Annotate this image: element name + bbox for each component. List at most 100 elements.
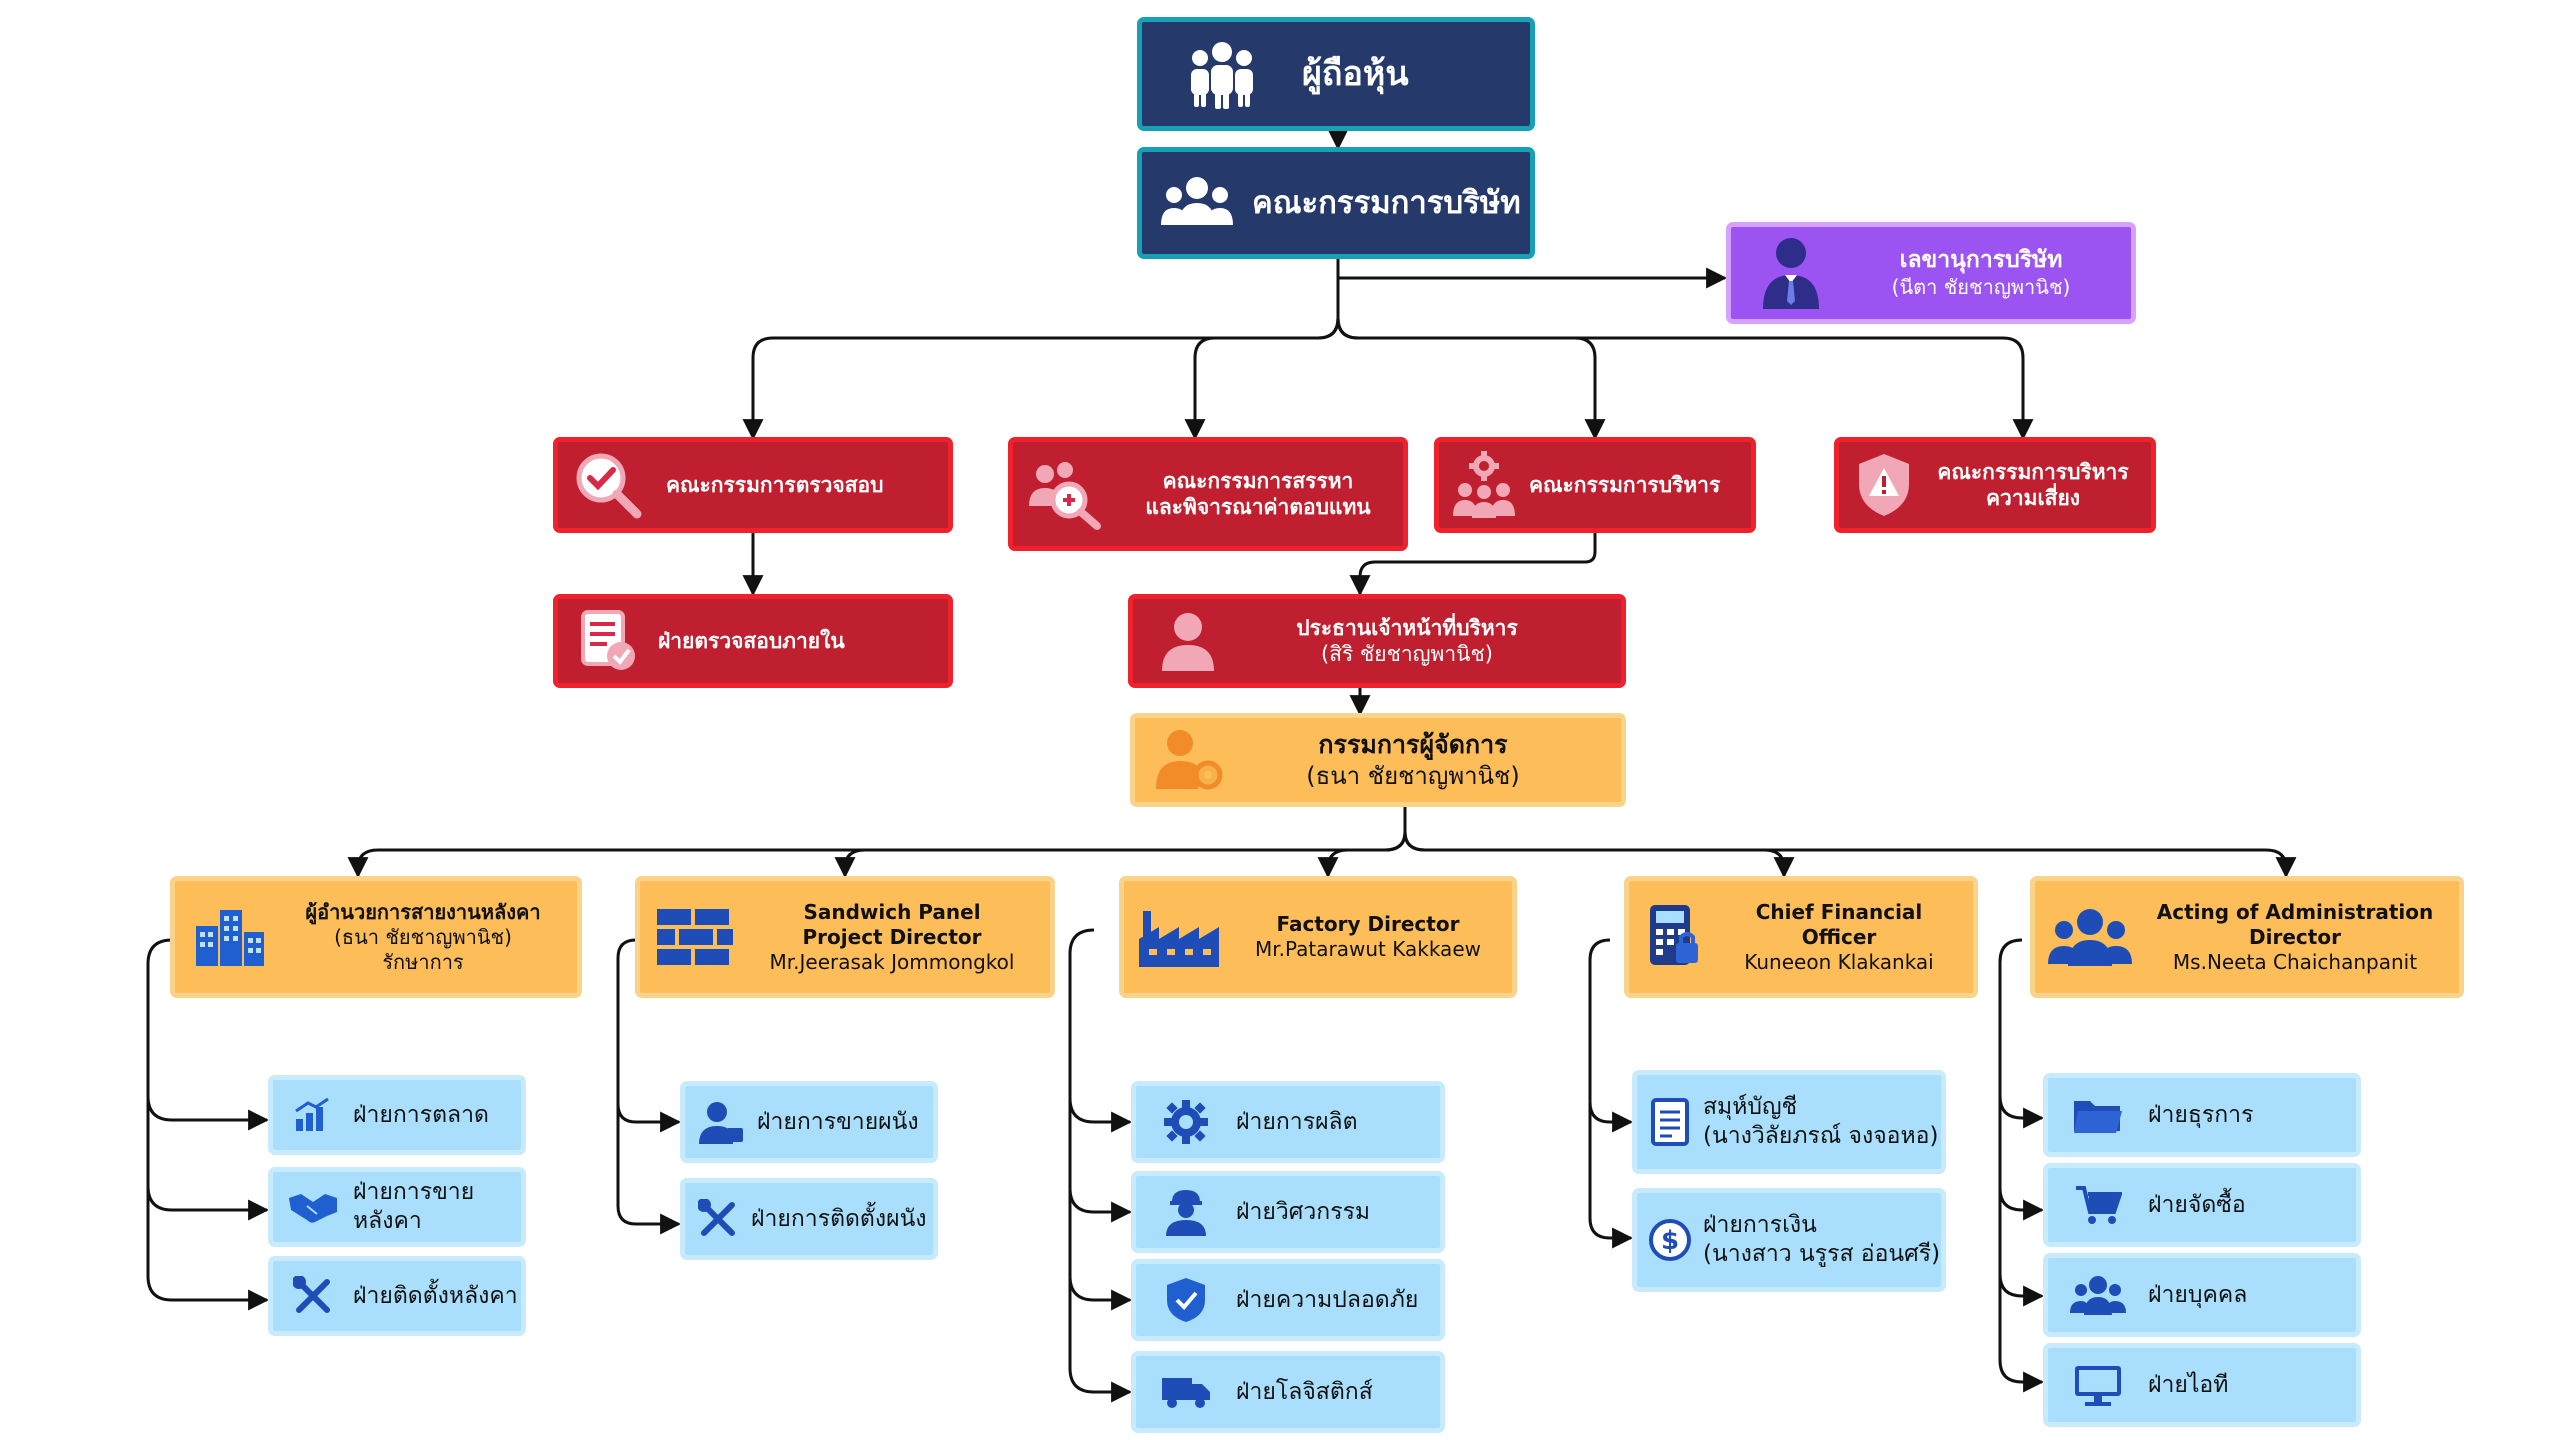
- unit-general-admin[interactable]: ฝ่ายธุรการ: [2043, 1073, 2361, 1157]
- shareholders-label: ผู้ถือหุ้น: [1302, 53, 1409, 94]
- buildings-icon: [175, 906, 285, 968]
- unit-safety[interactable]: ฝ่ายความปลอดภัย: [1131, 1259, 1445, 1341]
- unit-label: ฝ่ายติดตั้งหลังคา: [353, 1282, 518, 1309]
- unit-roof-install[interactable]: ฝ่ายติดตั้งหลังคา: [268, 1256, 526, 1336]
- unit-procurement[interactable]: ฝ่ายจัดซื้อ: [2043, 1163, 2361, 1247]
- connector-board-executive: [1336, 317, 1606, 441]
- unit-it[interactable]: ฝ่ายไอที: [2043, 1343, 2361, 1427]
- division-administration[interactable]: Acting of Administration Director Ms.Nee…: [2030, 876, 2464, 998]
- risk-line1: คณะกรรมการบริหาร: [1937, 459, 2129, 484]
- secretary-box[interactable]: เลขานุการบริษัท (นีตา ชัยชาญพานิช): [1726, 222, 2136, 324]
- unit-production[interactable]: ฝ่ายการผลิต: [1131, 1081, 1445, 1163]
- unit-label: ฝ่ายการขายหลังคา: [353, 1179, 475, 1234]
- board-label: คณะกรรมการบริษัท: [1252, 184, 1521, 221]
- connector-md-division-3: [1317, 831, 1407, 879]
- connector-md-division-4: [1403, 831, 1795, 879]
- connector-board-audit: [742, 258, 1340, 441]
- unit-roof-sales[interactable]: ฝ่ายการขายหลังคา: [268, 1167, 526, 1247]
- calculator-icon: [1629, 903, 1719, 971]
- connector-div3-units: [1068, 928, 1133, 1403]
- division-2-line1: Sandwich Panel: [803, 899, 981, 924]
- unit-accounting[interactable]: สมุห์บัญชี (นางวิลัยภรณ์ จงจอหอ): [1632, 1070, 1946, 1174]
- engineer-icon: [1136, 1188, 1236, 1236]
- folder-icon: [2048, 1095, 2148, 1135]
- unit-label: ฝ่ายธุรการ: [2148, 1101, 2254, 1128]
- connector-div4-units: [1588, 938, 1634, 1249]
- unit-label: ฝ่ายไอที: [2148, 1371, 2229, 1398]
- division-3-line1: Factory Director: [1276, 912, 1460, 936]
- connector-executive-ceo: [1349, 532, 1597, 597]
- chart-icon: [273, 1097, 353, 1133]
- division-2-line2: Project Director: [802, 924, 982, 949]
- team-gear-icon: [1439, 450, 1529, 520]
- connector-div1-units: [146, 938, 270, 1311]
- unit-engineering[interactable]: ฝ่ายวิศวกรรม: [1131, 1171, 1445, 1253]
- unit-label: ฝ่ายโลจิสติกส์: [1236, 1378, 1373, 1405]
- executive-committee-label: คณะกรรมการบริหาร: [1529, 472, 1721, 497]
- magnify-check-icon: [558, 450, 658, 520]
- tools-icon: [685, 1199, 751, 1239]
- shield-check-icon: [1136, 1276, 1236, 1324]
- division-finance[interactable]: Chief Financial Officer Kuneeon Klakanka…: [1624, 876, 1978, 998]
- unit-label: สมุห์บัญชี: [1703, 1094, 1798, 1121]
- people-group-icon: [1142, 38, 1302, 110]
- division-2-line3: Mr.Jeerasak Jommongkol: [769, 949, 1015, 974]
- unit-label: ฝ่ายวิศวกรรม: [1236, 1198, 1371, 1225]
- unit-label: ฝ่ายการติดตั้งผนัง: [751, 1205, 927, 1232]
- audit-committee-box[interactable]: คณะกรรมการตรวจสอบ: [553, 437, 953, 533]
- factory-icon: [1124, 905, 1234, 969]
- nomination-committee-box[interactable]: คณะกรรมการสรรหา และพิจารณาค่าตอบแทน: [1008, 437, 1408, 551]
- people-search-icon: [1013, 458, 1113, 530]
- gear-icon: [1136, 1098, 1236, 1146]
- unit-hr[interactable]: ฝ่ายบุคคล: [2043, 1253, 2361, 1337]
- ceo-name: (สิริ ชัยชาญพานิช): [1321, 642, 1493, 666]
- division-roof[interactable]: ผู้อำนวยการสายงานหลังคา (ธนา ชัยชาญพานิช…: [170, 876, 582, 998]
- risk-line2: ความเสี่ยง: [1985, 486, 2081, 510]
- brick-wall-icon: [640, 907, 750, 967]
- unit-label: ฝ่ายบุคคล: [2148, 1281, 2248, 1308]
- division-factory[interactable]: Factory Director Mr.Patarawut Kakkaew: [1119, 876, 1517, 998]
- board-box[interactable]: คณะกรรมการบริษัท: [1137, 147, 1535, 259]
- unit-person: (นางสาว นรูรส อ่อนศรี): [1703, 1241, 1941, 1267]
- connector-board-risk: [1336, 317, 2034, 441]
- managing-director-box[interactable]: กรรมการผู้จัดการ (ธนา ชัยชาญพานิช): [1130, 713, 1626, 807]
- ceo-box[interactable]: ประธานเจ้าหน้าที่บริหาร (สิริ ชัยชาญพานิ…: [1128, 594, 1626, 688]
- unit-label: ฝ่ายการขายผนัง: [757, 1108, 919, 1135]
- division-4-line1: Chief Financial Officer: [1755, 899, 1923, 949]
- division-5-line2: Director: [2249, 924, 2341, 949]
- unit-finance[interactable]: $ ฝ่ายการเงิน (นางสาว นรูรส อ่อนศรี): [1632, 1188, 1946, 1292]
- user-tie-icon: [685, 1100, 757, 1144]
- users-icon: [2048, 1275, 2148, 1315]
- division-1-line2: (ธนา ชัยชาญพานิช): [334, 924, 512, 949]
- nomination-line2: และพิจารณาค่าตอบแทน: [1145, 495, 1371, 519]
- unit-marketing[interactable]: ฝ่ายการตลาด: [268, 1075, 526, 1155]
- connector-md-division-2: [834, 831, 1407, 879]
- executive-committee-box[interactable]: คณะกรรมการบริหาร: [1434, 437, 1756, 533]
- connector-md-division-5: [1403, 831, 2297, 879]
- svg-text:$: $: [1661, 1226, 1679, 1256]
- unit-wall-install[interactable]: ฝ่ายการติดตั้งผนัง: [680, 1178, 938, 1260]
- ceo-label: ประธานเจ้าหน้าที่บริหาร: [1296, 615, 1518, 640]
- document-icon: [1637, 1098, 1703, 1146]
- nomination-line1: คณะกรรมการสรรหา: [1162, 468, 1354, 493]
- internal-audit-label: ฝ่ายตรวจสอบภายใน: [658, 628, 845, 653]
- md-name: (ธนา ชัยชาญพานิช): [1306, 761, 1520, 790]
- internal-audit-box[interactable]: ฝ่ายตรวจสอบภายใน: [553, 594, 953, 688]
- unit-logistics[interactable]: ฝ่ายโลจิสติกส์: [1131, 1351, 1445, 1433]
- division-sandwich-panel[interactable]: Sandwich Panel Project Director Mr.Jeera…: [635, 876, 1055, 998]
- unit-label: ฝ่ายจัดซื้อ: [2148, 1191, 2246, 1218]
- division-4-line2: Kuneeon Klakankai: [1744, 949, 1934, 974]
- secretary-name: (นีตา ชัยชาญพานิช): [1891, 274, 2071, 299]
- risk-committee-box[interactable]: คณะกรรมการบริหาร ความเสี่ยง: [1834, 437, 2156, 533]
- monitor-icon: [2048, 1364, 2148, 1406]
- division-5-line1: Acting of Administration: [2156, 899, 2434, 924]
- unit-wall-sales[interactable]: ฝ่ายการขายผนัง: [680, 1081, 938, 1163]
- unit-label: ฝ่ายการตลาด: [353, 1101, 489, 1128]
- tools-icon: [273, 1276, 353, 1316]
- unit-label: ฝ่ายความปลอดภัย: [1236, 1286, 1419, 1313]
- cart-icon: [2048, 1184, 2148, 1226]
- unit-person: (นางวิลัยภรณ์ จงจอหอ): [1703, 1123, 1939, 1149]
- person-gear-icon: [1135, 727, 1245, 793]
- shareholders-box[interactable]: ผู้ถือหุ้น: [1137, 17, 1535, 131]
